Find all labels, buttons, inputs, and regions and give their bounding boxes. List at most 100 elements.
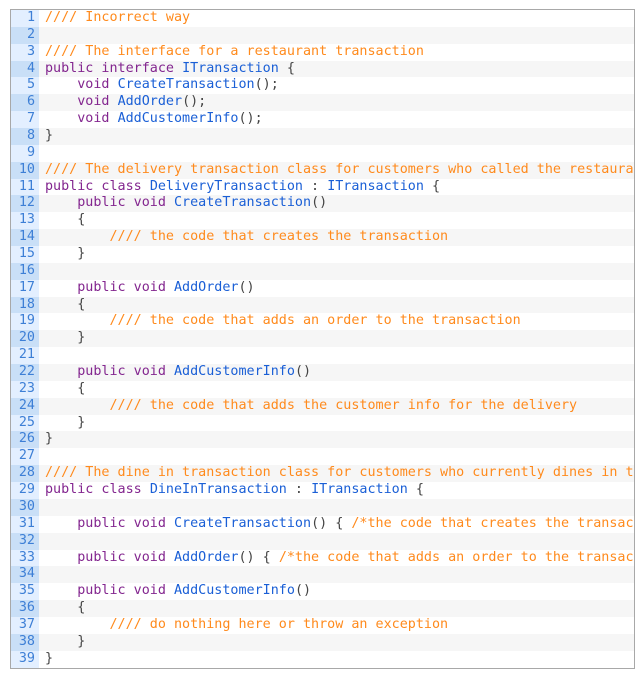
identifier-token: AddCustomerInfo [174,583,295,599]
code-line: 24 //// the code that adds the customer … [11,397,634,415]
code-line: 2 [11,26,634,44]
line-text: } [39,415,85,432]
line-number: 11 [11,178,39,196]
code-line: 8} [11,128,634,145]
line-number: 15 [11,246,39,263]
line-number: 24 [11,397,39,415]
line-text: { [39,212,85,229]
line-text [39,27,45,44]
code-line: 36 { [11,600,634,617]
line-number: 7 [11,111,39,129]
identifier-token: AddOrder [117,94,183,110]
code-line: 9 [11,144,634,162]
keyword-token: void [45,77,118,93]
punctuation-token: (); [238,111,263,127]
punctuation-token: } [45,330,86,346]
line-text [39,533,45,550]
code-line: 28//// The dine in transaction class for… [11,465,634,483]
punctuation-token: { [45,212,86,228]
line-number: 10 [11,161,39,179]
line-text [39,145,45,162]
punctuation-token: { [423,178,441,194]
line-number: 25 [11,414,39,432]
line-text [39,263,45,280]
code-line: 27 [11,448,634,466]
keyword-token: void [45,94,118,110]
line-number: 34 [11,566,39,584]
keyword-token: public void [45,364,174,380]
identifier-token: AddCustomerInfo [174,364,295,380]
comment-token: //// The interface for a restaurant tran… [45,43,424,59]
keyword-token: void [45,111,118,127]
line-text: } [39,330,85,347]
line-number: 13 [11,212,39,230]
line-number: 3 [11,43,39,61]
code-line: 22 public void AddCustomerInfo() [11,364,634,381]
comment-token: //// the code that adds the customer inf… [45,397,578,413]
keyword-token: public void [45,583,174,599]
code-line: 32 [11,532,634,550]
code-line: 19 //// the code that adds an order to t… [11,313,634,331]
identifier-token: CreateTransaction [117,77,255,93]
code-line: 34 [11,566,634,584]
line-number: 35 [11,583,39,601]
line-text: } [39,634,85,651]
punctuation-token: () [238,279,255,295]
line-text: //// The delivery transaction class for … [39,162,634,179]
line-number: 26 [11,431,39,449]
line-text: public void AddOrder() [39,279,255,297]
punctuation-token: { [278,60,295,76]
line-number: 29 [11,482,39,499]
punctuation-token: { [45,380,86,396]
code-line: 21 [11,347,634,365]
punctuation-token: { [407,482,424,498]
identifier-token: CreateTransaction [174,515,312,531]
line-number: 23 [11,380,39,398]
line-number: 14 [11,229,39,247]
line-number: 37 [11,616,39,634]
comment-token: //// Incorrect way [45,10,191,25]
line-text: public void AddCustomerInfo() [39,364,311,381]
code-line: 3 //// The interface for a restaurant tra… [11,43,634,61]
line-number: 4 [11,60,39,78]
line-number: 21 [11,347,39,365]
identifier-token: ITransaction [311,482,408,498]
keyword-token: public void [45,549,174,565]
identifier-token: DineInTransaction [149,482,287,498]
line-text [39,566,45,583]
line-number: 6 [11,94,39,112]
line-text: public class DeliveryTransaction : ITran… [39,179,440,196]
punctuation-token: } [45,246,86,262]
comment-token: /*the code that creates the transac [351,515,634,531]
line-text: //// The interface for a restaurant tran… [39,44,424,61]
code-line: 33 public void AddOrder() { /*the code t… [11,549,634,567]
line-text: public interface ITransaction { [39,61,295,78]
line-text [39,499,45,516]
line-text: //// the code that adds the customer inf… [39,398,577,415]
punctuation-token: () { [238,549,279,565]
code-line: 18 { [11,296,634,314]
line-text: { [39,600,85,617]
identifier-token: AddOrder [174,549,239,565]
line-text: { [39,381,85,398]
line-text: public void CreateTransaction() [39,195,327,212]
line-number: 31 [11,515,39,533]
code-line: 35 public void AddCustomerInfo() [11,583,634,601]
identifier-token: AddOrder [174,279,239,295]
punctuation-token: } [45,128,54,144]
code-line: 10//// The delivery transaction class fo… [11,161,634,179]
line-text: public class DineInTransaction : ITransa… [39,482,424,499]
keyword-token: public interface [45,60,183,76]
punctuation-token: () [311,195,328,211]
keyword-token: public class [45,482,150,498]
line-number: 12 [11,195,39,213]
comment-token: //// the code that creates the transacti… [45,229,449,245]
line-text: { [39,297,85,314]
keyword-token: public void [45,515,174,531]
line-text: //// The dine in transaction class for c… [39,465,634,482]
code-line: 15 } [11,246,634,263]
